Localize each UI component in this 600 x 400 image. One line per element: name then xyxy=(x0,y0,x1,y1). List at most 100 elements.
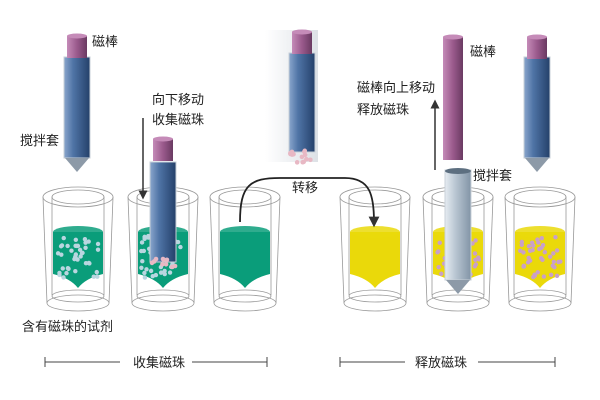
magnetic-bead xyxy=(167,270,173,275)
tubes xyxy=(42,186,576,312)
magnet-rod xyxy=(67,36,87,58)
magnetic-bead xyxy=(139,265,144,270)
tube-base-outer xyxy=(46,294,110,312)
magnetic-bead xyxy=(139,240,145,245)
magnetic-bead xyxy=(153,272,159,278)
liquid-surface xyxy=(350,226,400,238)
magnet-rod-top xyxy=(67,33,87,39)
magnetic-bead xyxy=(539,255,544,261)
tube-base-outer xyxy=(131,294,195,312)
magnetic-bead xyxy=(551,251,556,256)
magnetic-bead xyxy=(162,271,167,277)
magnetic-bead xyxy=(473,257,478,263)
collected-bead xyxy=(164,257,170,263)
tube-base-outer xyxy=(343,294,407,312)
magnet-rod xyxy=(443,37,463,160)
label-release-beads: 释放磁珠 xyxy=(357,103,409,118)
stirring-sleeve xyxy=(149,161,177,263)
magnetic-bead xyxy=(553,235,558,240)
magnetic-bead xyxy=(541,274,547,279)
liquid xyxy=(350,232,400,288)
collected-bead xyxy=(163,261,169,267)
stirring-sleeve xyxy=(288,52,316,153)
magnetic-bead xyxy=(91,274,96,279)
label-magnet-rod: 磁棒 xyxy=(92,35,118,50)
magnetic-bead xyxy=(551,259,557,264)
section-release-title: 释放磁珠 xyxy=(415,356,467,371)
magnetic-bead xyxy=(558,259,563,264)
transfer-arrow-icon xyxy=(239,177,380,228)
collected-bead xyxy=(160,256,166,262)
magnet-rod xyxy=(527,37,547,59)
tube-6 xyxy=(504,186,576,312)
magnetic-bead xyxy=(74,243,79,249)
magnetic-bead xyxy=(82,237,88,242)
sleeve-opening xyxy=(445,168,471,174)
liquid-surface xyxy=(53,226,103,238)
tube-wall xyxy=(193,196,199,304)
collected-bead xyxy=(304,156,309,162)
magnetic-bead xyxy=(95,274,100,279)
label-move-down: 向下移动 xyxy=(152,92,204,108)
magnetic-bead xyxy=(55,251,61,256)
magnetic-bead xyxy=(73,252,79,257)
stirring-sleeve xyxy=(63,56,91,159)
tube-wall xyxy=(127,196,133,304)
tube-wall xyxy=(504,196,510,304)
magnetic-bead xyxy=(65,265,71,271)
tube-1 xyxy=(42,186,114,312)
collected-bead xyxy=(308,157,313,163)
collected-bead xyxy=(300,159,305,165)
tube-wall xyxy=(339,196,345,304)
magnetic-bead xyxy=(140,259,145,264)
tube-3 xyxy=(209,186,281,312)
collected-bead xyxy=(299,154,305,160)
tube-base-outer xyxy=(213,294,277,312)
magnetic-bead xyxy=(142,275,148,280)
magnet-rod xyxy=(153,139,173,161)
label-sleeve: 搅拌套 xyxy=(20,133,59,149)
rods xyxy=(63,29,551,294)
sleeve-tip xyxy=(525,158,549,172)
magnetic-bead xyxy=(548,254,553,259)
magnet-rod xyxy=(292,32,312,54)
tube-base-inner xyxy=(218,289,272,303)
tube-wall xyxy=(209,196,215,304)
magnetic-bead xyxy=(60,266,65,271)
section-collect: 收集磁珠 xyxy=(44,355,268,371)
stirring-sleeve xyxy=(523,56,551,159)
magnetic-bead xyxy=(77,247,83,253)
collected-bead xyxy=(169,264,175,270)
tube-rim-inner xyxy=(348,189,402,205)
magnetic-bead xyxy=(472,251,478,256)
label-sleeve-2: 搅拌套 xyxy=(473,168,512,184)
magnetic-bead xyxy=(95,247,101,252)
magnetic-bead xyxy=(472,264,478,269)
magnetic-bead xyxy=(73,237,79,242)
tube-base-inner xyxy=(136,289,190,303)
magnetic-bead xyxy=(142,270,147,276)
magnetic-bead xyxy=(142,236,147,242)
magnetic-bead xyxy=(65,243,70,249)
label-collect-beads: 收集磁珠 xyxy=(152,112,204,128)
rod-1 xyxy=(63,33,91,172)
tube-base-inner xyxy=(513,289,567,303)
magnetic-bead xyxy=(64,270,69,276)
rod-3 xyxy=(288,29,316,165)
magnetic-bead xyxy=(519,239,525,245)
tube-wall xyxy=(275,196,281,304)
section-collect-title: 收集磁珠 xyxy=(133,355,185,371)
sleeve-tip xyxy=(446,280,470,294)
label-transfer: 转移 xyxy=(292,181,318,196)
magnetic-bead xyxy=(539,236,544,241)
magnetic-bead xyxy=(162,268,167,274)
magnetic-bead xyxy=(73,269,78,274)
label-move-up: 磁棒向上移动 xyxy=(357,80,435,96)
magnetic-bead xyxy=(80,250,85,256)
magnetic-bead xyxy=(529,240,535,245)
magnetic-bead xyxy=(548,272,554,278)
magnetic-bead xyxy=(530,247,535,253)
magnetic-bead xyxy=(435,250,440,255)
